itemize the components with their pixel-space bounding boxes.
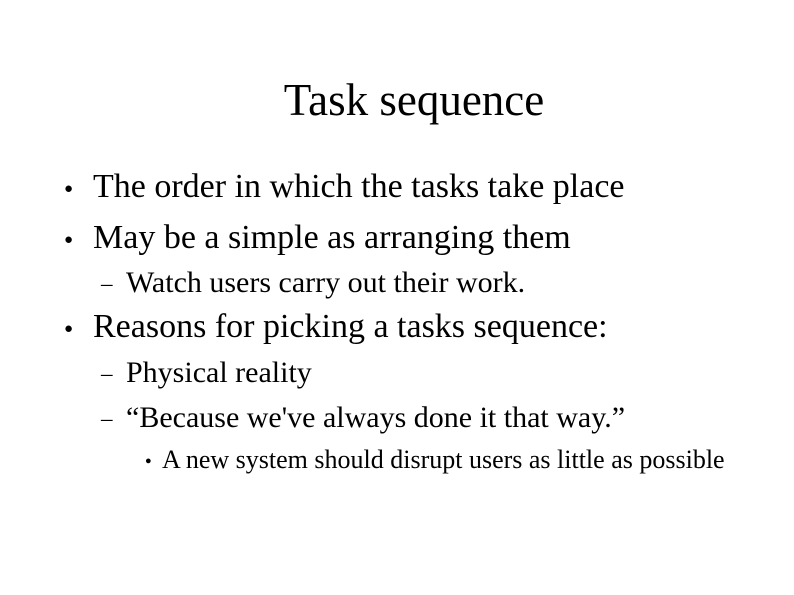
bullet-line: –Physical reality: [101, 358, 312, 388]
dash-icon: –: [101, 361, 113, 386]
bullet-text: “Because we've always done it that way.”: [126, 401, 626, 434]
bullet-line: ● May be a simple as arranging them: [64, 221, 571, 255]
bullet-text: The order in which the tasks take place: [93, 168, 625, 205]
bullet-text: Reasons for picking a tasks sequence:: [93, 308, 608, 345]
slide-title: Task sequence: [283, 75, 545, 125]
bullet-icon: ●: [64, 181, 74, 197]
bullet-line: ● A new system should disrupt users as li…: [145, 447, 725, 473]
bullet-icon: ●: [145, 455, 152, 467]
bullet-text: May be a simple as arranging them: [93, 219, 571, 256]
bullet-icon: ●: [64, 321, 74, 337]
bullet-line: ● Reasons for picking a tasks sequence:: [64, 310, 608, 344]
bullet-icon: ●: [64, 232, 74, 248]
bullet-line: –Watch users carry out their work.: [101, 268, 525, 298]
dash-icon: –: [101, 271, 113, 296]
bullet-line: ● The order in which the tasks take place: [64, 170, 625, 204]
bullet-text: Physical reality: [126, 356, 312, 389]
bullet-text: A new system should disrupt users as lit…: [162, 445, 725, 474]
dash-icon: –: [101, 406, 113, 431]
bullet-line: –“Because we've always done it that way.…: [101, 403, 625, 433]
bullet-text: Watch users carry out their work.: [126, 266, 526, 299]
